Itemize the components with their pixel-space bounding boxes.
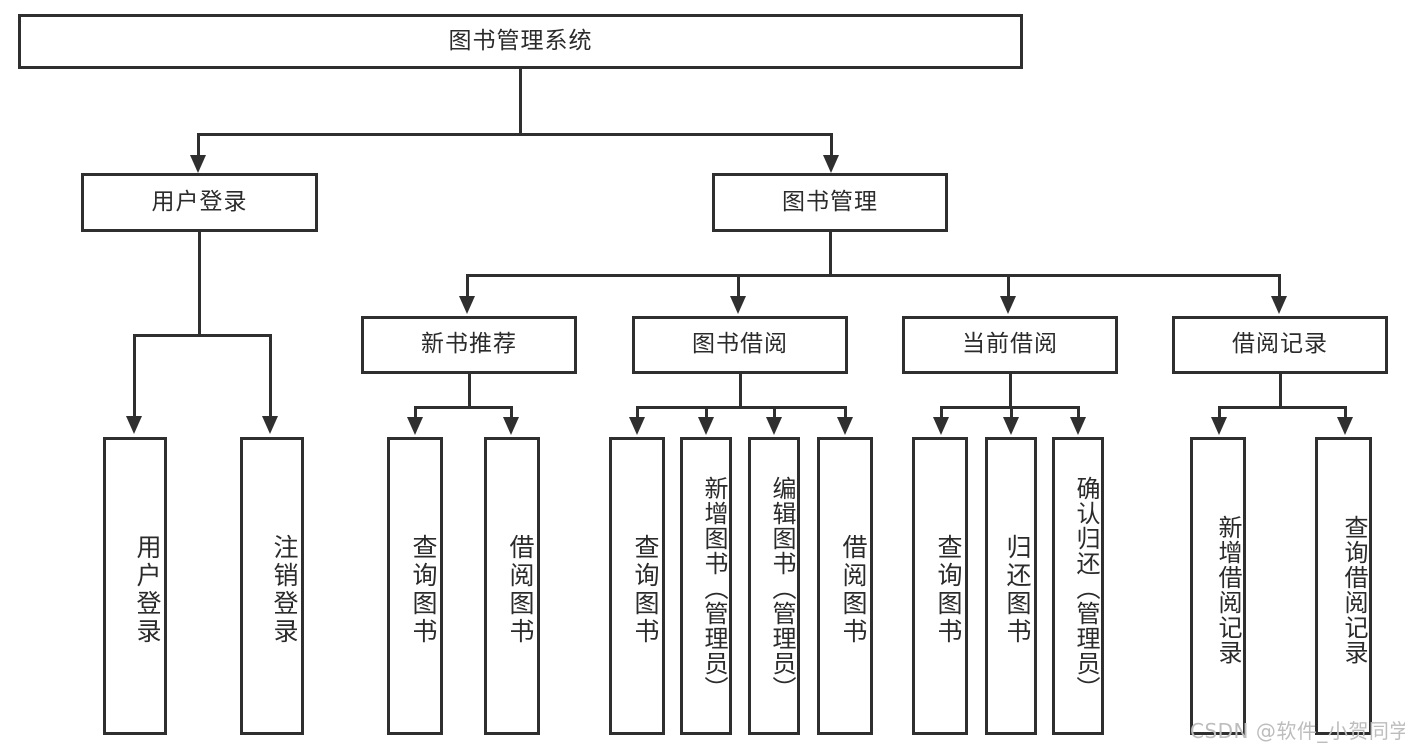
arrow-borrow-to-leaf-1	[629, 417, 645, 435]
arrow-new-books-to-leaf-2	[503, 417, 519, 435]
connector-borrow-to-leaf-2	[705, 406, 708, 419]
leaf-query-books-borrow[interactable]: 查询图书	[609, 437, 665, 735]
leaf-borrow-books-new[interactable]: 借阅图书	[484, 437, 540, 735]
connector-book-mgmt-stem	[829, 232, 832, 276]
node-book-borrow[interactable]: 图书借阅	[632, 316, 848, 374]
node-new-book-recommend[interactable]: 新书推荐	[361, 316, 577, 374]
node-book-management[interactable]: 图书管理	[712, 173, 948, 232]
leaf-logout-label: 注销登录	[270, 534, 299, 646]
leaf-add-borrow-record[interactable]: 新增借阅记录	[1190, 437, 1246, 735]
connector-book-mgmt-to-borrow	[737, 274, 740, 298]
arrow-current-to-leaf-1	[933, 417, 949, 435]
leaf-return-books[interactable]: 归还图书	[985, 437, 1037, 735]
leaf-user-login[interactable]: 用户登录	[103, 437, 167, 735]
connector-user-login-to-leaf-2	[269, 334, 272, 418]
leaf-confirm-return-admin[interactable]: 确认归还（管理员）	[1052, 437, 1104, 735]
connector-user-login-to-leaf-1	[133, 334, 136, 418]
arrow-user-login-to-leaf-2	[262, 416, 278, 434]
node-current-borrow[interactable]: 当前借阅	[902, 316, 1118, 374]
connector-root-bus	[197, 133, 833, 136]
leaf-query-borrow-record[interactable]: 查询借阅记录	[1315, 437, 1372, 735]
leaf-borrow-books-borrow[interactable]: 借阅图书	[817, 437, 873, 735]
arrow-borrow-to-leaf-4	[837, 417, 853, 435]
node-borrow-records[interactable]: 借阅记录	[1172, 316, 1388, 374]
arrow-borrow-to-leaf-3	[766, 417, 782, 435]
connector-records-bus	[1218, 406, 1344, 409]
node-new-book-recommend-label: 新书推荐	[421, 331, 517, 358]
connector-borrow-to-leaf-4	[844, 406, 847, 419]
arrow-borrow-to-leaf-2	[698, 417, 714, 435]
connector-book-mgmt-to-records	[1278, 274, 1281, 298]
node-borrow-records-label: 借阅记录	[1232, 331, 1328, 358]
node-user-login-label: 用户登录	[151, 188, 248, 215]
arrow-current-to-leaf-2	[1003, 417, 1019, 435]
connector-borrow-bus	[636, 406, 844, 409]
leaf-logout[interactable]: 注销登录	[240, 437, 304, 735]
node-current-borrow-label: 当前借阅	[962, 331, 1058, 358]
arrow-root-to-book-mgmt	[823, 155, 839, 173]
leaf-user-login-label: 用户登录	[133, 534, 162, 646]
connector-user-login-bus	[133, 334, 271, 337]
connector-borrow-stem	[739, 374, 742, 408]
leaf-query-books-borrow-label: 查询图书	[631, 534, 660, 646]
connector-user-login-stem	[198, 232, 201, 336]
leaf-confirm-return-admin-label: 确认归还（管理员）	[1072, 475, 1100, 701]
node-book-management-label: 图书管理	[782, 188, 878, 215]
leaf-add-book-admin-label: 新增图书（管理员）	[700, 475, 728, 701]
connector-new-books-stem	[468, 374, 471, 408]
connector-borrow-to-leaf-1	[636, 406, 639, 419]
arrow-book-mgmt-to-current	[1000, 296, 1016, 314]
leaf-query-borrow-record-label: 查询借阅记录	[1340, 515, 1368, 665]
arrow-records-to-leaf-1	[1211, 417, 1227, 435]
connector-book-mgmt-to-new-books	[466, 274, 469, 298]
connector-current-to-leaf-3	[1077, 406, 1080, 419]
arrow-user-login-to-leaf-1	[126, 416, 142, 434]
leaf-return-books-label: 归还图书	[1003, 534, 1032, 646]
connector-book-mgmt-to-current	[1007, 274, 1010, 298]
leaf-query-books-new[interactable]: 查询图书	[387, 437, 443, 735]
connector-root-to-book-mgmt	[830, 133, 833, 157]
csdn-watermark: CSDN @软件_小贺同学	[1190, 719, 1405, 743]
leaf-edit-book-admin[interactable]: 编辑图书（管理员）	[748, 437, 800, 735]
node-book-borrow-label: 图书借阅	[692, 331, 788, 358]
leaf-add-borrow-record-label: 新增借阅记录	[1214, 515, 1242, 665]
leaf-borrow-books-borrow-label: 借阅图书	[839, 534, 868, 646]
arrow-book-mgmt-to-new-books	[459, 296, 475, 314]
connector-root-stem	[519, 69, 522, 135]
node-root[interactable]: 图书管理系统	[18, 14, 1023, 69]
arrow-current-to-leaf-3	[1070, 417, 1086, 435]
connector-root-to-user-login	[197, 133, 200, 157]
leaf-edit-book-admin-label: 编辑图书（管理员）	[768, 475, 796, 701]
connector-borrow-to-leaf-3	[773, 406, 776, 419]
node-user-login[interactable]: 用户登录	[81, 173, 318, 232]
arrow-records-to-leaf-2	[1337, 417, 1353, 435]
connector-new-books-bus	[414, 406, 512, 409]
connector-records-to-leaf-2	[1344, 406, 1347, 419]
connector-records-stem	[1279, 374, 1282, 408]
arrow-book-mgmt-to-records	[1271, 296, 1287, 314]
arrow-root-to-user-login	[190, 155, 206, 173]
connector-current-to-leaf-2	[1010, 406, 1013, 419]
arrow-book-mgmt-to-borrow	[730, 296, 746, 314]
connector-current-stem	[1009, 374, 1012, 408]
leaf-borrow-books-new-label: 借阅图书	[506, 534, 535, 646]
node-root-label: 图书管理系统	[448, 27, 593, 54]
leaf-query-books-current-label: 查询图书	[934, 534, 963, 646]
arrow-new-books-to-leaf-1	[407, 417, 423, 435]
leaf-add-book-admin[interactable]: 新增图书（管理员）	[680, 437, 732, 735]
leaf-query-books-new-label: 查询图书	[409, 534, 438, 646]
connector-new-books-to-leaf-2	[510, 406, 513, 419]
connector-current-to-leaf-1	[940, 406, 943, 419]
connector-records-to-leaf-1	[1218, 406, 1221, 419]
connector-new-books-to-leaf-1	[414, 406, 417, 419]
leaf-query-books-current[interactable]: 查询图书	[912, 437, 968, 735]
connector-book-mgmt-bus	[466, 274, 1281, 277]
connector-current-bus	[940, 406, 1079, 409]
